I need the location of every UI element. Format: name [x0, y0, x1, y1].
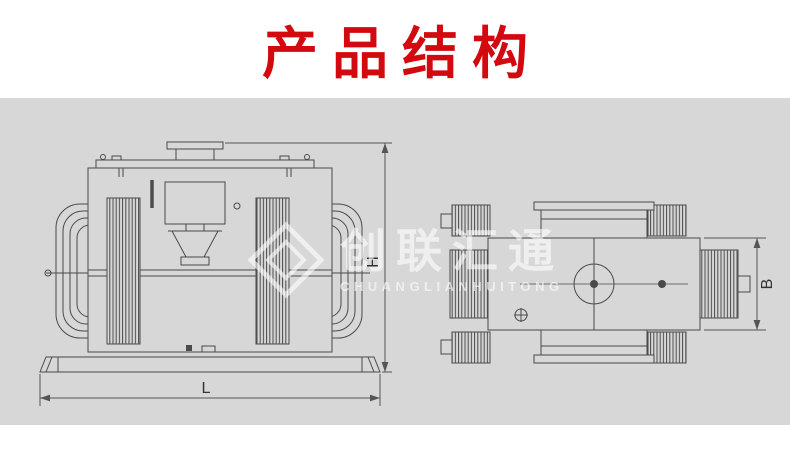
dim-label-L: L — [202, 380, 211, 397]
dim-label-H: H — [365, 256, 382, 268]
drawing-area: L H — [0, 98, 790, 425]
bushing-dot — [658, 280, 666, 288]
winding-hatch-left — [106, 197, 141, 345]
top-cover — [95, 159, 315, 169]
dim-label-B: B — [759, 279, 776, 290]
pipe-top — [540, 209, 648, 239]
coil-block-top-left — [451, 204, 491, 237]
front-view — [39, 141, 381, 373]
pipe-bottom — [540, 329, 648, 356]
nameplate — [164, 181, 226, 225]
pipe-top-flange — [533, 201, 655, 211]
coil-block-mid-left — [449, 249, 489, 319]
base-skid — [39, 356, 381, 373]
page-title: 产品结构 — [262, 21, 542, 85]
inlet-flange — [166, 141, 224, 150]
winding-hatch-right — [255, 197, 290, 345]
coil-block-mid-right — [699, 249, 739, 319]
coil-block-bottom-left — [451, 331, 491, 364]
lifting-lug-right — [304, 154, 310, 160]
top-view — [440, 201, 751, 364]
lifting-lug-left — [100, 154, 106, 160]
dimension-height: H — [225, 142, 392, 373]
dimension-width: B — [704, 237, 776, 331]
pipe-bottom-flange — [533, 354, 655, 364]
technical-drawing: L H — [39, 141, 776, 406]
valve-dot — [233, 202, 241, 210]
drain-dot — [186, 345, 192, 351]
pipe-end-circle — [44, 269, 52, 277]
header: 产品结构 — [0, 0, 790, 98]
dimension-length: L — [39, 374, 381, 406]
inlet-pipe — [175, 148, 215, 161]
